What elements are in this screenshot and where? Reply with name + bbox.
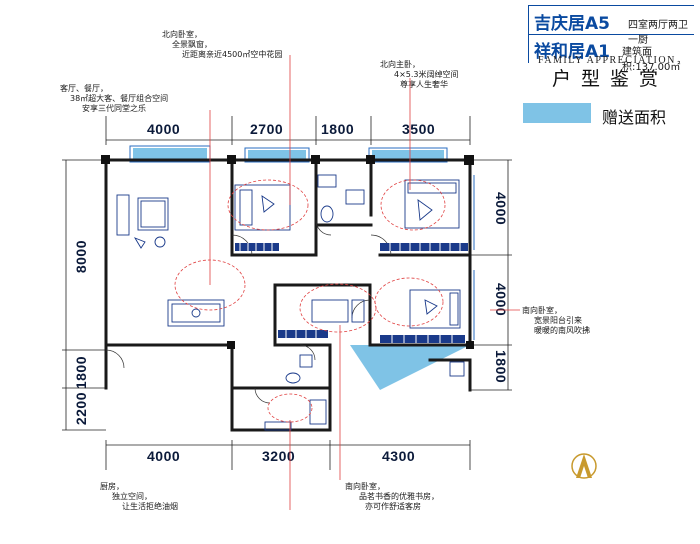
annotation-north-master: 北向主卧， 4×5.3米阔绰空间 尊享人生奢华 xyxy=(380,60,459,89)
leader-lines xyxy=(209,55,520,510)
dim-top-2: 2700 xyxy=(250,121,284,137)
dim-right-2: 4000 xyxy=(493,283,509,317)
dim-top-1: 4000 xyxy=(147,121,181,137)
walls xyxy=(104,158,472,432)
bonus-area xyxy=(133,148,470,390)
project-name-a: 吉庆居A5 xyxy=(534,14,610,34)
compass-logo-icon xyxy=(570,450,598,482)
legend-label: 赠送面积 xyxy=(602,108,667,127)
dim-bottom-1: 4000 xyxy=(147,448,181,464)
header-divider-left xyxy=(528,5,529,63)
column-markers xyxy=(101,155,474,349)
furniture xyxy=(116,174,465,431)
legend-swatch xyxy=(523,103,591,123)
layout-type: 四室两厅两卫一厨 xyxy=(628,20,688,46)
header-box: 吉庆居A5 四室两厅两卫一厨 祥和居A1 建筑面积:137.00㎡ xyxy=(528,5,694,73)
building-area: 建筑面积:137.00㎡ xyxy=(622,47,681,73)
dim-bottom-2: 3200 xyxy=(262,448,296,464)
cabinet-stripes xyxy=(235,243,468,343)
cabinet-hatch xyxy=(239,243,461,343)
dimension-lines xyxy=(62,116,512,470)
header-divider-mid xyxy=(528,34,694,35)
annotation-south-bedroom-right: 南向卧室， 宽景阳台引来 暖暖的南风吹拂 xyxy=(522,306,590,335)
header-divider-top xyxy=(528,5,694,6)
dim-bottom-3: 4300 xyxy=(382,448,416,464)
dim-right-1: 4000 xyxy=(493,192,509,226)
dim-top-3: 1800 xyxy=(321,121,355,137)
dim-right-3: 1800 xyxy=(493,350,509,384)
annotation-south-bedroom-bottom: 南向卧室， 品茗书香的优雅书房， 亦可作舒适客房 xyxy=(345,482,439,511)
annotation-living-room: 客厅、餐厅， 38㎡超大客、餐厅组合空间 安享三代同堂之乐 xyxy=(60,84,169,113)
project-name-b: 祥和居A1 xyxy=(534,42,610,62)
family-appreciation-cn: 户型鉴赏 xyxy=(552,68,669,90)
family-appreciation-en: FAMILY APPRECIATION xyxy=(538,55,676,66)
annotation-north-bedroom: 北向卧室， 全景飘窗， 近距离亲近4500㎡空中花园 xyxy=(162,30,283,59)
room-guides xyxy=(174,179,446,423)
annotation-kitchen: 厨房， 独立空间， 让生活拒绝油烟 xyxy=(100,482,178,511)
